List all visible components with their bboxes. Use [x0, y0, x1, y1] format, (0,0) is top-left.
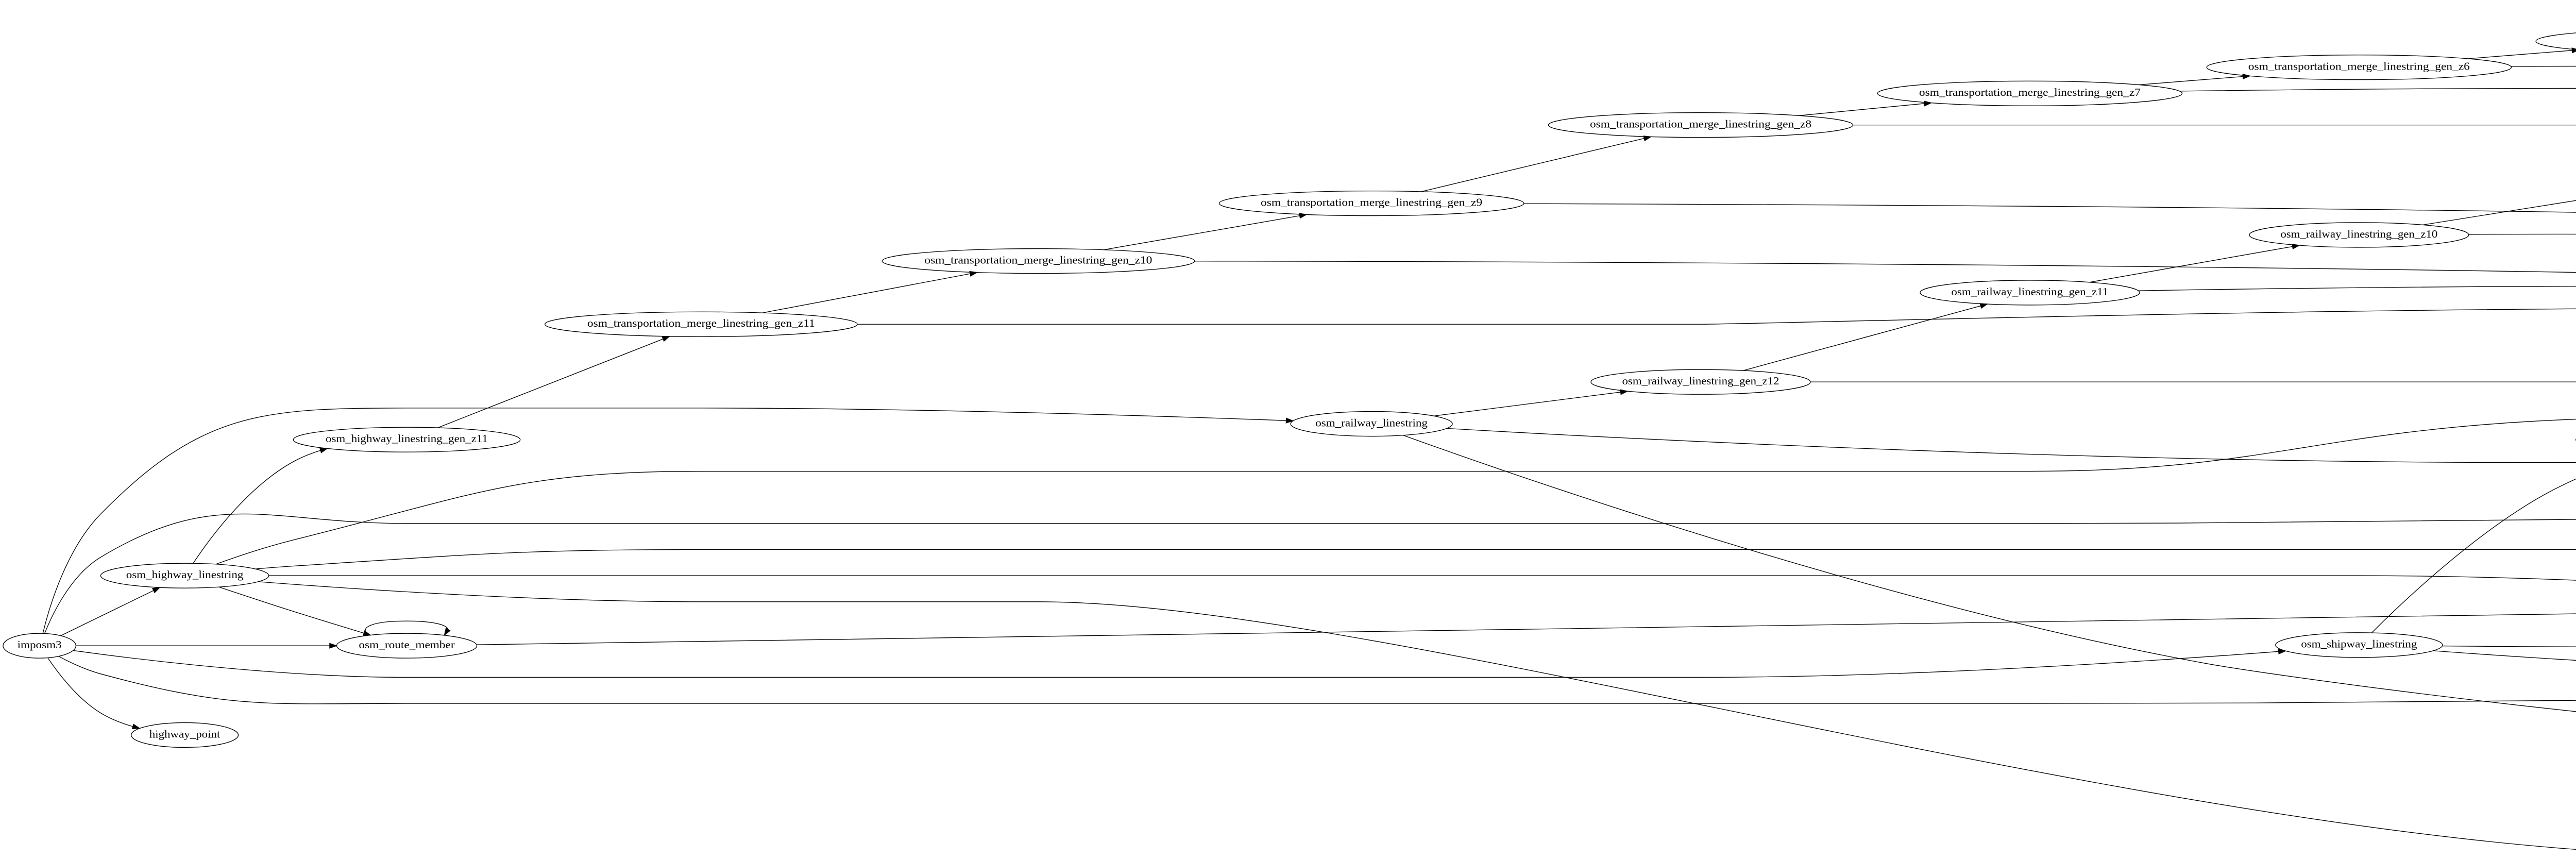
svg-text:osm_transportation_merge_lines: osm_transportation_merge_linestring_gen_… [1919, 86, 2141, 98]
svg-text:imposm3: imposm3 [18, 638, 62, 651]
svg-text:osm_highway_linestring: osm_highway_linestring [126, 568, 244, 581]
svg-text:osm_railway_linestring: osm_railway_linestring [1315, 416, 1428, 429]
svg-text:osm_transportation_merge_lines: osm_transportation_merge_linestring_gen_… [2248, 60, 2470, 73]
svg-text:osm_railway_linestring_gen_z11: osm_railway_linestring_gen_z11 [1951, 285, 2108, 298]
svg-text:osm_transportation_merge_lines: osm_transportation_merge_linestring_gen_… [924, 254, 1152, 266]
svg-text:osm_highway_linestring_gen_z11: osm_highway_linestring_gen_z11 [326, 432, 488, 445]
svg-text:osm_shipway_linestring: osm_shipway_linestring [2301, 638, 2417, 650]
svg-text:osm_transportation_merge_lines: osm_transportation_merge_linestring_gen_… [587, 317, 815, 329]
svg-text:osm_transportation_merge_lines: osm_transportation_merge_linestring_gen_… [1261, 196, 1482, 209]
svg-text:osm_transportation_merge_lines: osm_transportation_merge_linestring_gen_… [1590, 118, 1811, 130]
svg-text:highway_point: highway_point [149, 728, 221, 740]
svg-text:osm_route_member: osm_route_member [359, 638, 454, 651]
svg-text:osm_railway_linestring_gen_z12: osm_railway_linestring_gen_z12 [1622, 375, 1780, 387]
svg-text:osm_railway_linestring_gen_z10: osm_railway_linestring_gen_z10 [2280, 228, 2437, 240]
